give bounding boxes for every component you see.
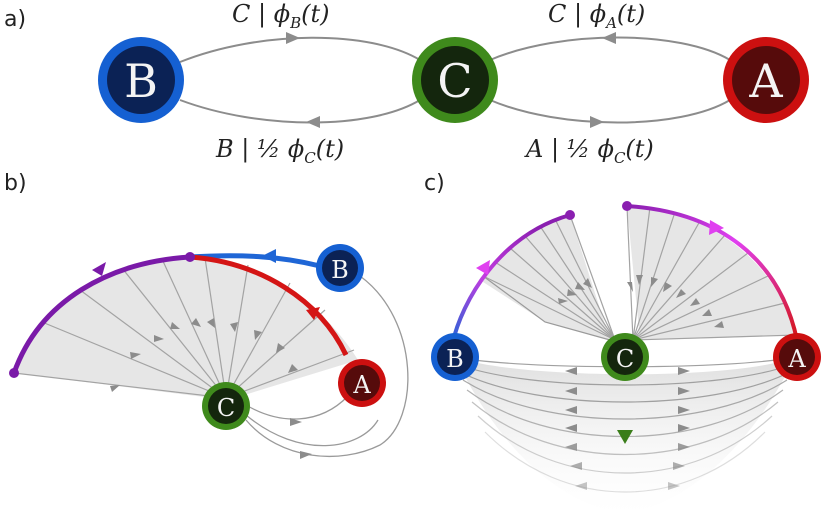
endpoint-left-b — [9, 368, 19, 378]
purple-arc-b — [11, 254, 191, 374]
purple-arrow-b — [92, 262, 106, 276]
fan-ray-arrows-b — [110, 318, 298, 392]
blue-arc-b — [189, 253, 321, 269]
arc-c-to-a-inner — [245, 395, 349, 420]
fan-region-b — [14, 257, 358, 400]
panel-c-diagram: B C A — [431, 201, 821, 520]
node-b-panel-b: B — [316, 244, 364, 292]
node-b-large: B — [98, 37, 184, 123]
node-b-panel-c: B — [431, 333, 479, 381]
node-a-panel-b: A — [338, 359, 386, 407]
arrow-c-to-b — [306, 116, 320, 128]
panel-b-diagram: B A C — [9, 244, 409, 459]
node-a-panel-c: A — [773, 333, 821, 381]
upper-right-ray-arrows — [627, 275, 724, 328]
svg-text:B: B — [124, 54, 158, 108]
lower-fan-arrows — [565, 367, 690, 490]
red-arc-b — [189, 254, 349, 357]
red-arrow-b — [306, 307, 320, 320]
right-gradient-arc — [626, 204, 799, 341]
edge-c-to-a — [489, 36, 731, 61]
edge-c-to-b — [179, 99, 421, 124]
svg-text:A: A — [787, 345, 806, 373]
right-arc-arrow — [709, 220, 724, 235]
node-c-panel-b: C — [202, 382, 250, 430]
upper-right-rays — [626, 205, 798, 341]
svg-text:C: C — [437, 54, 472, 108]
arc-arrow-2 — [300, 451, 312, 459]
blue-arrow-b — [262, 249, 276, 263]
endpoint-right-c — [622, 201, 632, 211]
arc-arrow-1 — [290, 418, 302, 426]
panel-label-b: b) — [4, 171, 27, 196]
arrow-b-to-c — [286, 32, 300, 44]
arrow-a-to-c — [590, 116, 604, 128]
endpoint-left-c — [565, 210, 575, 220]
node-c-large: C — [412, 37, 498, 123]
arc-c-to-a-outer — [245, 414, 379, 447]
upper-left-ray-arrows — [558, 278, 592, 304]
upper-right-fan — [627, 206, 797, 340]
upper-left-gap-edge — [482, 275, 611, 341]
upper-left-rays — [482, 214, 616, 341]
edge-label-a-to-c: A | ½ ϕC(t) — [524, 135, 654, 167]
node-c-panel-c: C — [601, 333, 649, 381]
svg-text:B: B — [446, 345, 464, 373]
left-arc-arrow — [476, 260, 490, 275]
svg-text:B: B — [331, 256, 349, 284]
fan-rays-b — [13, 257, 355, 399]
green-arrow — [617, 430, 633, 444]
node-a-large: A — [723, 37, 809, 123]
panel-label-a: a) — [4, 7, 26, 32]
edge-a-to-c — [489, 99, 731, 124]
svg-text:C: C — [217, 394, 235, 422]
panel-a-diagram: C | ϕB(t) C | ϕA(t) B | ½ ϕC(t) A | ½ ϕC… — [98, 0, 809, 167]
svg-text:A: A — [352, 371, 371, 399]
arrow-c-to-a — [602, 32, 616, 44]
arc-b-loop — [245, 275, 409, 458]
panel-label-c: c) — [424, 171, 445, 196]
endpoint-top-b — [185, 252, 195, 262]
edge-label-c-to-b: B | ½ ϕC(t) — [215, 135, 344, 167]
svg-text:A: A — [748, 54, 783, 108]
edge-b-to-c — [179, 36, 421, 63]
edge-label-b-to-c: C | ϕB(t) — [232, 0, 329, 32]
edge-label-c-to-a: C | ϕA(t) — [548, 0, 645, 32]
svg-text:C: C — [616, 345, 634, 373]
